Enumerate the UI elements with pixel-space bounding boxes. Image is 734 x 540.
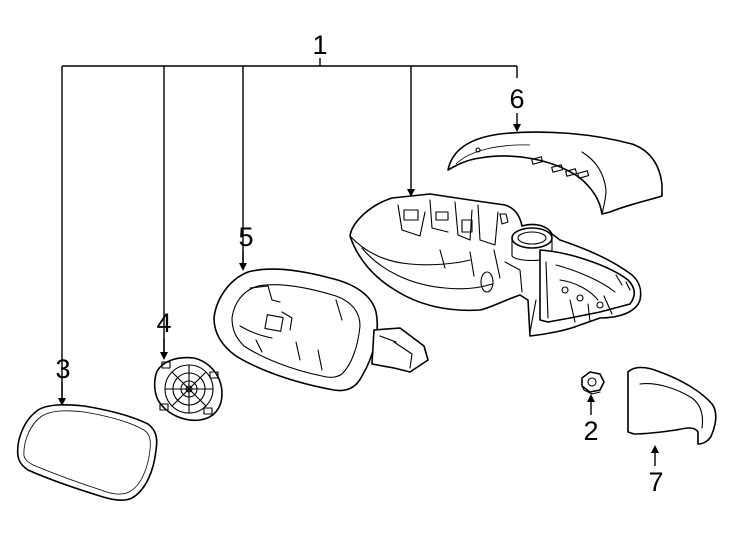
- callout-7-leader: [651, 445, 659, 466]
- callout-2-leader: [587, 394, 595, 415]
- callout-6-label: 6: [509, 84, 524, 114]
- motor-actuator-icon: [153, 356, 223, 422]
- callout-5-label: 5: [238, 222, 253, 252]
- callout-2-label: 2: [583, 416, 598, 446]
- callout-7-label: 7: [648, 467, 663, 497]
- mirror-assembly-bracket-icon: [349, 193, 642, 337]
- nut-icon: [581, 371, 605, 395]
- callout-6-leader: [513, 113, 521, 132]
- callout-1-label: 1: [312, 30, 327, 60]
- mirror-cover-cap-icon: [447, 131, 663, 215]
- callout-4-label: 4: [156, 308, 171, 338]
- mirror-housing-icon: [213, 268, 429, 392]
- trim-cover-icon: [627, 366, 717, 445]
- mirror-glass-icon: [16, 404, 158, 501]
- callout-3-label: 3: [55, 354, 70, 384]
- callout-1-leader: [58, 58, 518, 406]
